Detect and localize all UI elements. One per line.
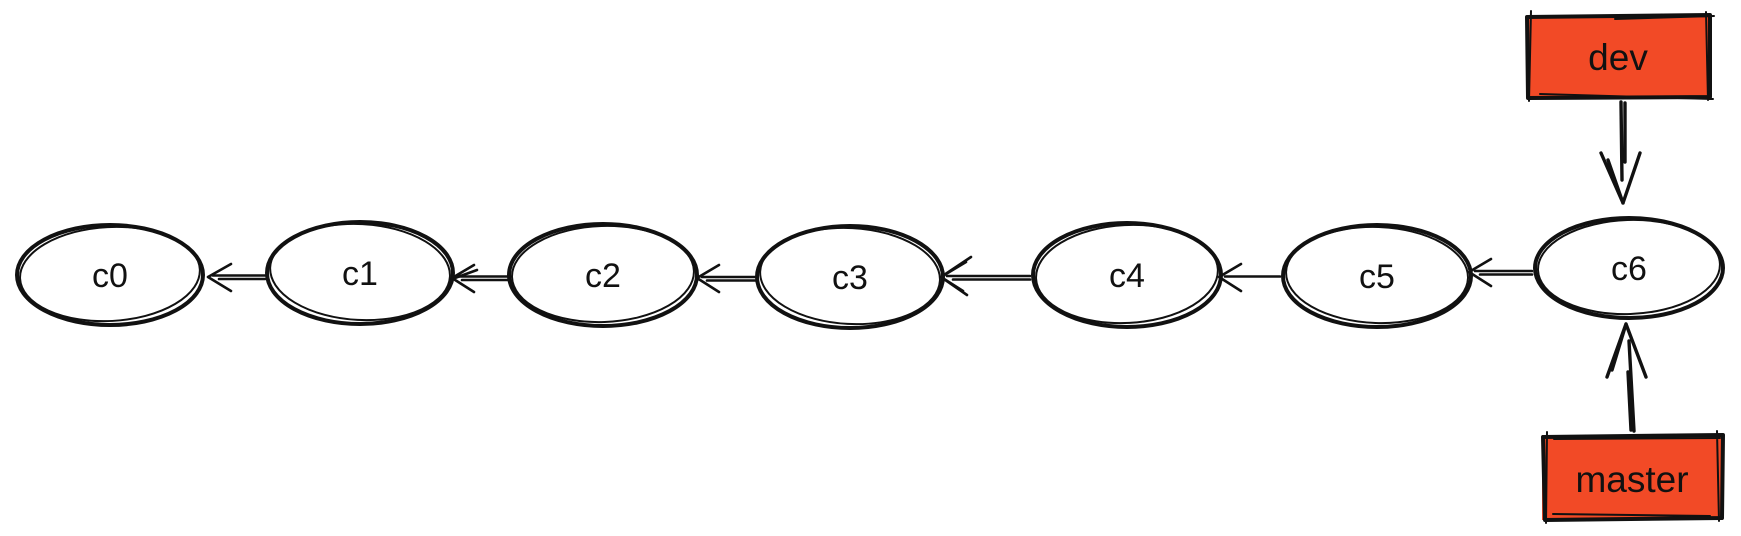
edge-c3-to-c2 — [695, 263, 757, 294]
commit-node-c5: c5 — [1281, 223, 1473, 329]
edge-c1-to-c0 — [206, 262, 267, 293]
commit-node-c6: c6 — [1533, 216, 1725, 320]
commit-label-c4: c4 — [1109, 257, 1145, 295]
branch-label-master: master — [1575, 459, 1688, 500]
arrow-master-to-c6 — [1605, 322, 1648, 433]
commit-node-c4: c4 — [1031, 221, 1223, 329]
commit-label-c5: c5 — [1359, 258, 1395, 296]
commit-label-c1: c1 — [342, 255, 378, 293]
edge-c6-to-c5 — [1467, 257, 1534, 288]
edge-c4-to-c3 — [939, 255, 1032, 297]
commit-label-c6: c6 — [1611, 250, 1647, 288]
edge-c5-to-c4 — [1217, 262, 1282, 293]
edge-c2-to-c1 — [450, 263, 512, 294]
commit-label-c2: c2 — [585, 257, 621, 295]
branch-box-dev: dev — [1525, 10, 1715, 102]
commit-label-c0: c0 — [92, 257, 128, 295]
commit-node-c1: c1 — [265, 220, 455, 326]
commit-node-c3: c3 — [755, 224, 945, 330]
commit-node-c2: c2 — [507, 222, 699, 328]
branch-box-master-fill — [1542, 435, 1723, 520]
arrow-dev-to-c6 — [1599, 100, 1642, 205]
branch-label-dev: dev — [1588, 37, 1648, 78]
commit-label-c3: c3 — [832, 259, 868, 297]
branch-box-master: master — [1541, 430, 1725, 524]
commit-node-c0: c0 — [15, 223, 205, 327]
branch-box-dev-fill — [1527, 15, 1710, 98]
